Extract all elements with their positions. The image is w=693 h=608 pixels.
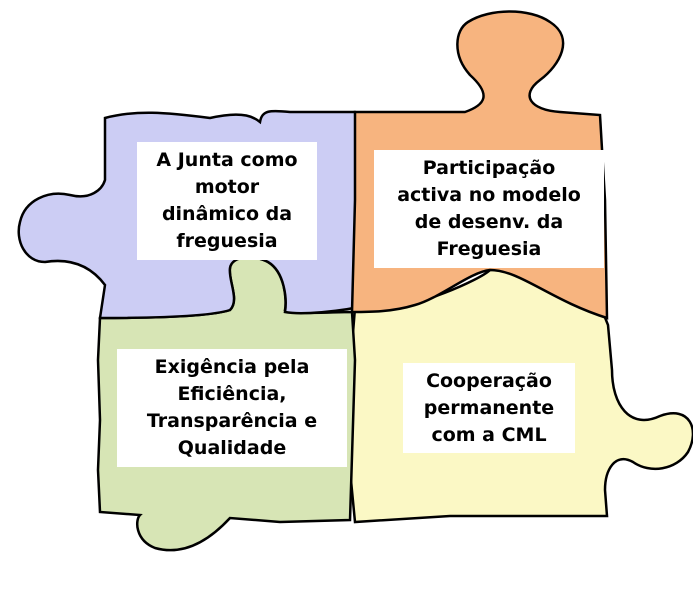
label-line: Eficiência,: [177, 383, 287, 405]
label-line: A Junta como: [156, 149, 298, 171]
label-line: Cooperação: [426, 369, 552, 392]
label-line: dinâmico da: [161, 203, 293, 225]
label-line: Exigência pela: [154, 356, 310, 378]
label-line: de desenv. da: [414, 211, 564, 233]
label-line: com a CML: [431, 423, 547, 446]
label-line: freguesia: [176, 230, 278, 252]
label-line: permanente: [423, 396, 555, 419]
label-line: Qualidade: [177, 437, 287, 459]
label-line: activa no modelo: [397, 184, 581, 206]
label-bottom-left: Exigência pela Eficiência, Transparência…: [117, 349, 347, 467]
label-line: Participação: [422, 157, 556, 179]
label-top-left: A Junta como motor dinâmico da freguesia: [137, 142, 317, 260]
label-bottom-right: Cooperação permanente com a CML: [403, 363, 575, 453]
label-line: Transparência e: [146, 410, 318, 432]
label-top-right: Participação activa no modelo de desenv.…: [374, 150, 604, 268]
label-line: Freguesia: [436, 238, 542, 260]
label-line: motor: [194, 176, 260, 198]
